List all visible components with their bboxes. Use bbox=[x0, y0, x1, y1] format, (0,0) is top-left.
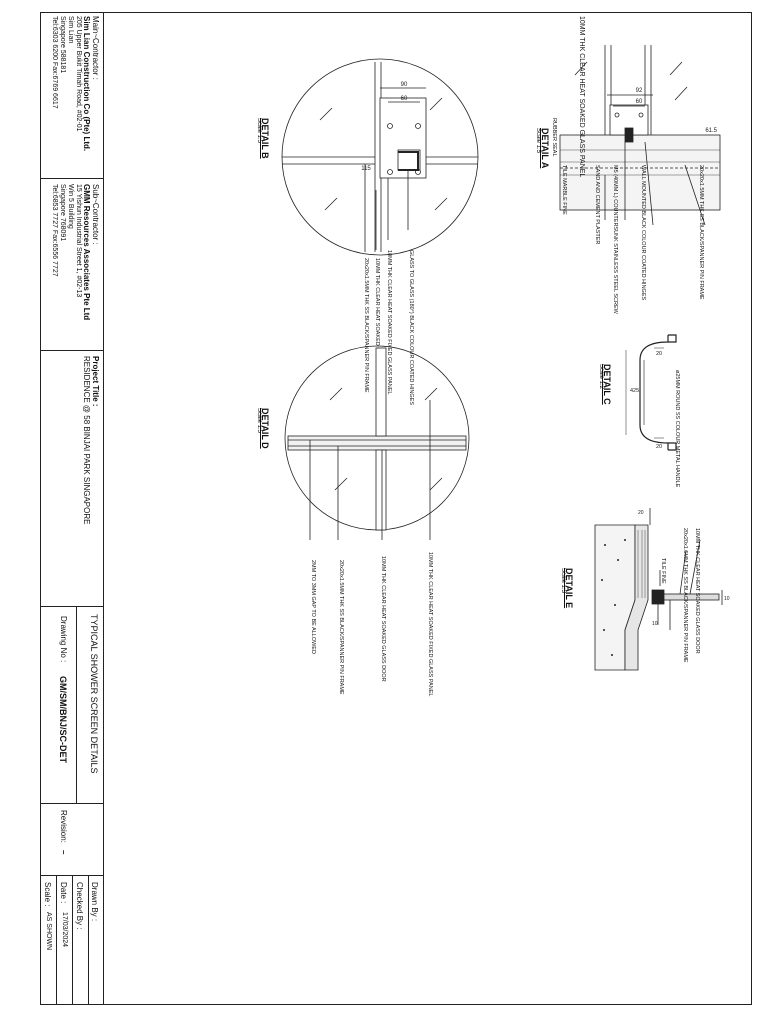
dimension-label: 90 bbox=[401, 82, 408, 88]
detail-a-note: WALL MOUNTED BLACK COLOUR COATED HINGES bbox=[640, 165, 646, 301]
date-label: Date : bbox=[59, 882, 68, 904]
project-title-label: Project Title : bbox=[91, 356, 100, 407]
detail-c-drawing: 20 425 20 bbox=[625, 334, 677, 451]
drawn-by-label: Drawn By : bbox=[90, 882, 99, 922]
main-contractor-address: Singapore 588181 bbox=[59, 16, 66, 74]
dimension-label: 92 bbox=[636, 88, 643, 94]
sub-contractor-name: GMM Resources Associates Pte Ltd bbox=[82, 184, 91, 321]
sheet-border bbox=[40, 12, 752, 1005]
main-contractor-address: 205 Upper Bukit Timah Road, #02-01 bbox=[75, 16, 82, 132]
title-block-divider bbox=[88, 875, 89, 1005]
dimension-label: 20 bbox=[656, 444, 662, 450]
dimension-label: 60 bbox=[401, 96, 408, 102]
dimension-label: 425 bbox=[630, 388, 639, 394]
detail-c-scale: Scale 1:2 bbox=[598, 364, 604, 390]
sub-contractor-address: Singapore 768091 bbox=[59, 184, 66, 242]
main-contractor-heading: Main~Contractor : bbox=[91, 16, 100, 80]
main-contractor-contact: Tel:6303 6200 Fax:6769 6617 bbox=[51, 16, 58, 109]
drawing-no-label: Drawing No : bbox=[59, 616, 68, 663]
revision-label: Revision: bbox=[59, 810, 68, 843]
scale-label: Scale : bbox=[43, 882, 52, 907]
sub-contractor-address: 15 Yishun Industrial Street 1, #02-13 bbox=[75, 184, 82, 298]
title-block-divider bbox=[76, 606, 77, 803]
detail-e-note: 10MM THK CLEAR HEAT SOAKED GLASS DOOR bbox=[694, 528, 700, 654]
drawing-no: GM/SM/BNJ/SC-DET bbox=[58, 676, 68, 764]
title-block-divider bbox=[40, 875, 103, 876]
detail-d-note: 2MM TO 3MM GAP TO BE ALLOWED bbox=[310, 560, 316, 654]
detail-e-scale: Scale 1:3 bbox=[560, 568, 566, 594]
detail-e-note: TILE FINE bbox=[660, 558, 666, 584]
dimension-label: 10 bbox=[724, 596, 730, 602]
title-block-edge bbox=[103, 12, 104, 1005]
detail-b-drawing: 90 60 115 bbox=[281, 58, 479, 256]
detail-c-note: ø25MM ROUND SS COLOUR METAL HANDLE bbox=[674, 370, 680, 488]
detail-a-note: TILE MARBLE FINE bbox=[561, 165, 567, 215]
detail-a-note: 20x20x1.5MM THK SS BLACK/SPANNER PIN FRA… bbox=[698, 165, 704, 300]
main-contractor-name: Sim Lian Construction Co (Pte) Ltd. bbox=[82, 16, 91, 152]
title-block-divider bbox=[40, 350, 103, 351]
detail-e-note: 20x20x1.5MM THK SS BLACK/SPANNER PIN FRA… bbox=[682, 528, 688, 663]
detail-a-title: DETAIL A bbox=[540, 128, 550, 169]
title-block-divider bbox=[40, 803, 103, 804]
detail-a-note: 10MM THK CLEAR HEAT SOAKED GLASS PANEL bbox=[578, 16, 585, 178]
dimension-label: 60 bbox=[636, 99, 643, 105]
dimension-label: 61.5 bbox=[705, 128, 717, 134]
dimension-label: 20 bbox=[638, 510, 644, 516]
detail-a-drawing: 92 60 61.5 bbox=[559, 45, 721, 226]
drawing-title: TYPICAL SHOWER SCREEN DETAILS bbox=[89, 614, 99, 774]
main-contractor-address: Sim Lian bbox=[67, 16, 74, 44]
sub-contractor-address: Win 5 Building bbox=[67, 184, 74, 229]
detail-a-note: SAND AND CEMENT PLASTER bbox=[594, 165, 600, 245]
detail-d-drawing bbox=[284, 345, 470, 540]
title-block-divider bbox=[56, 875, 57, 1005]
title-block-divider bbox=[76, 606, 103, 607]
detail-a-scale: Scale 1:5 bbox=[535, 128, 541, 154]
title-block-divider bbox=[72, 875, 73, 1005]
detail-d-note: 10MM THK CLEAR HEAT SOAKED FIXED GLASS P… bbox=[427, 552, 433, 697]
detail-d-note: 10MM THK CLEAR HEAT SOAKED GLASS DOOR bbox=[380, 556, 386, 682]
detail-a-note: M5 (40MM L) COUNTERSUNK STAINLESS STEEL … bbox=[612, 165, 618, 314]
title-block-divider bbox=[40, 606, 103, 607]
detail-b-scale: Scale 1:5 bbox=[256, 118, 262, 144]
title-block-divider bbox=[40, 178, 103, 179]
checked-by-label: Checked By : bbox=[75, 882, 84, 930]
sub-contractor-contact: Tel:6853 7727 Fax:6556 7727 bbox=[51, 184, 58, 277]
detail-d-scale: Scale 1:5 bbox=[256, 408, 262, 434]
dimension-label: 10 bbox=[652, 621, 658, 627]
detail-a-note: RUBBER SEAL bbox=[551, 118, 557, 157]
detail-e-drawing: 20 10 10 bbox=[594, 508, 730, 671]
project-title: RESIDENCE @ 58 BINJAI PARK SINGAPORE bbox=[82, 356, 91, 525]
sub-contractor-heading: Sub~Contractor : bbox=[91, 184, 100, 245]
detail-d-note: 20x20x1.5MM THK SS BLACK/SPANNER PIN FRA… bbox=[338, 560, 344, 695]
dimension-label: 20 bbox=[656, 351, 662, 357]
scale-value: AS SHOWN bbox=[45, 912, 52, 951]
date-value: 17/03/2024 bbox=[61, 912, 68, 948]
revision-value: – bbox=[59, 850, 68, 855]
dimension-label: 115 bbox=[361, 166, 371, 172]
